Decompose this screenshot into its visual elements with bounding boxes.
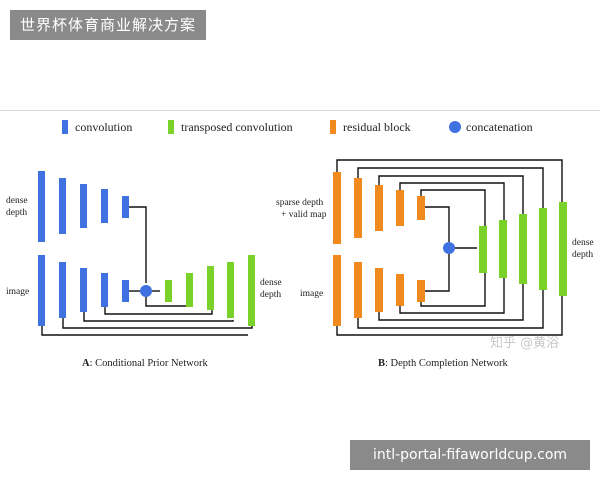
legend-label-residual-block: residual block	[343, 120, 411, 134]
panel-a-input-image: image	[6, 287, 29, 297]
panel-b-concatenation	[443, 242, 455, 254]
legend: convolution transposed convolution resid…	[62, 120, 533, 134]
page-title-banner: 世界杯体育商业解决方案	[10, 10, 207, 40]
panel-b-res-bottom-5	[417, 280, 425, 302]
legend-label-convolution: convolution	[75, 120, 132, 134]
panel-a-tconv-2	[186, 273, 193, 307]
panel-b-caption-text: : Depth Completion Network	[385, 358, 509, 369]
panel-a-tconv-5	[248, 255, 255, 326]
panel-a-output-dense-depth-line1: dense	[260, 278, 282, 288]
panel-b-res-bottom-4	[396, 274, 404, 306]
panel-a-conv-bottom-1	[38, 255, 45, 326]
panel-a-output-dense-depth-line2: depth	[260, 290, 281, 300]
panel-b-tconv-3	[519, 214, 527, 284]
panel-b-output-dense-depth-line2: depth	[572, 250, 593, 260]
panel-a-conv-top-1	[38, 171, 45, 242]
panel-b-input-sparse-line1: sparse depth	[276, 198, 323, 208]
panel-a-conv-bottom-3	[80, 268, 87, 312]
panel-a-connections	[41, 206, 253, 336]
panel-a-concatenation	[140, 285, 152, 297]
panel-a-tconv-4	[227, 262, 234, 318]
panel-a-conv-top-2	[59, 178, 66, 234]
panel-b-caption: B: Depth Completion Network	[378, 358, 509, 369]
panel-b-connections	[336, 159, 563, 336]
panel-b-res-top-5	[417, 196, 425, 220]
panel-a-conv-top-4	[101, 189, 108, 223]
panel-b-input-image: image	[300, 289, 323, 299]
panel-a-caption-letter: A	[82, 358, 90, 369]
panel-a-conv-top-3	[80, 184, 87, 228]
panel-b-res-bottom-3	[375, 268, 383, 312]
panel-a-conv-top-5	[122, 196, 129, 218]
panel-b-res-bottom-1	[333, 255, 341, 326]
panel-b-res-bottom-2	[354, 262, 362, 318]
watermark-text: 知乎 @黄浴	[490, 335, 559, 351]
panel-a-tconv-1	[165, 280, 172, 302]
panel-b-res-top-4	[396, 190, 404, 226]
panel-a-conditional-prior-network: dense depth image	[6, 171, 282, 369]
legend-label-concatenation: concatenation	[466, 120, 533, 134]
legend-label-transposed-convolution: transposed convolution	[181, 120, 293, 134]
legend-swatch-concatenation	[449, 121, 461, 133]
divider	[0, 110, 600, 111]
legend-swatch-residual-block	[330, 120, 336, 134]
panel-b-depth-completion-network: sparse depth + valid map image	[276, 159, 594, 369]
panel-a-conv-bottom-4	[101, 273, 108, 307]
panel-b-input-sparse-line2: + valid map	[281, 210, 327, 220]
panel-b-res-top-2	[354, 178, 362, 238]
footer-url-banner: intl-portal-fifaworldcup.com	[350, 440, 590, 470]
panel-b-tconv-1	[479, 226, 487, 273]
panel-a-conv-bottom-5	[122, 280, 129, 302]
panel-a-input-dense-depth-line1: dense	[6, 196, 28, 206]
panel-b-res-top-3	[375, 185, 383, 231]
panel-b-res-top-1	[333, 172, 341, 244]
panel-a-tconv-3	[207, 266, 214, 310]
panel-b-output-dense-depth-line1: dense	[572, 238, 594, 248]
panel-b-caption-letter: B	[378, 358, 385, 369]
panel-b-tconv-5	[559, 202, 567, 296]
panel-a-conv-bottom-2	[59, 262, 66, 318]
legend-swatch-convolution	[62, 120, 68, 134]
panel-a-caption: A: Conditional Prior Network	[82, 358, 208, 369]
panel-b-tconv-2	[499, 220, 507, 278]
legend-swatch-transposed-convolution	[168, 120, 174, 134]
panel-a-input-dense-depth-line2: depth	[6, 208, 27, 218]
panel-b-tconv-4	[539, 208, 547, 290]
panel-a-caption-text: : Conditional Prior Network	[90, 358, 209, 369]
